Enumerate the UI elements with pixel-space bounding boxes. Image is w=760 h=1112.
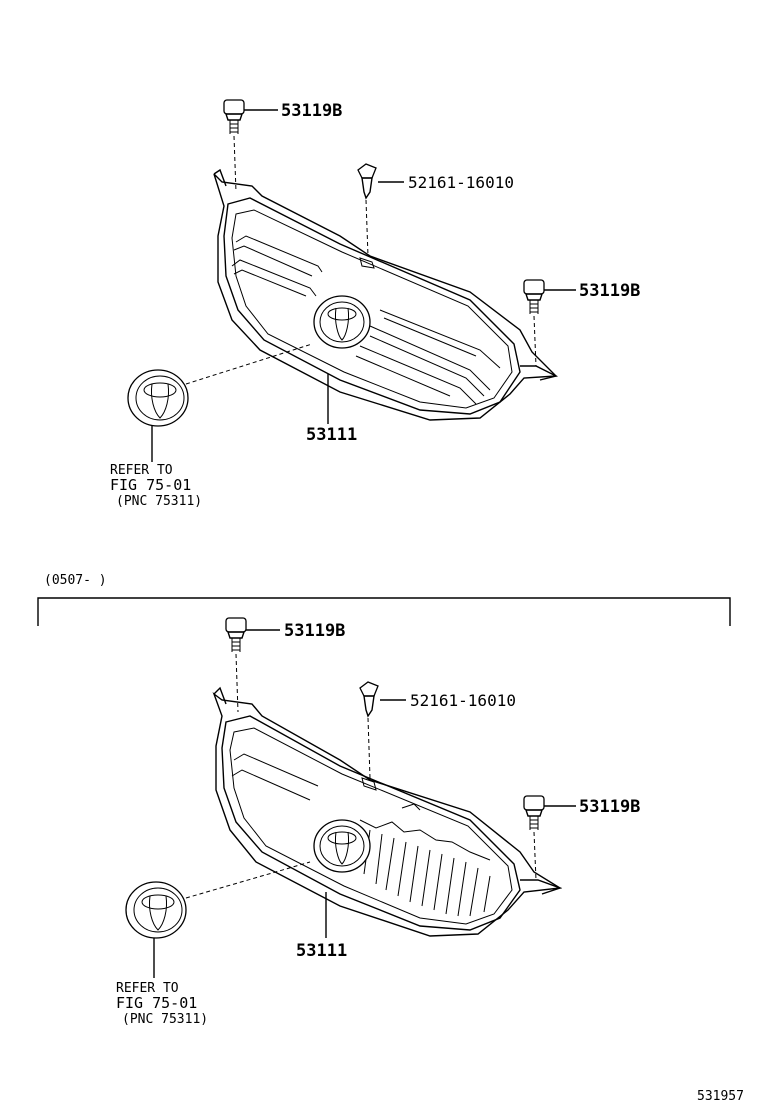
upper-grille-label: 53111: [306, 425, 357, 445]
lower-assembly: 53119B 52161-16010 53119B 53111: [116, 617, 640, 1027]
upper-ref-line2: FIG 75-01: [110, 476, 191, 494]
range-label: (0507- ): [44, 573, 107, 588]
upper-ref-line1: REFER TO: [110, 463, 173, 478]
lower-ref-line1: REFER TO: [116, 981, 179, 996]
lower-ref-line2: FIG 75-01: [116, 994, 197, 1012]
upper-emblem-icon: [127, 369, 189, 427]
lower-grille-label: 53111: [296, 941, 347, 961]
lower-emblem-icon: [125, 881, 187, 939]
lower-ref-line3: (PNC 75311): [122, 1012, 208, 1027]
lower-pin-left-icon: [225, 617, 247, 652]
upper-clip-label: 52161-16010: [408, 173, 514, 192]
upper-pin-left-icon: [223, 99, 245, 134]
lower-pin-right-icon: [523, 795, 545, 830]
upper-clip-icon: [357, 163, 377, 200]
lower-pin-left-label: 53119B: [284, 621, 345, 641]
upper-ref-line3: (PNC 75311): [116, 494, 202, 509]
lower-grille: [212, 686, 563, 937]
figure-code: 531957: [697, 1089, 744, 1104]
upper-pin-right-label: 53119B: [579, 281, 640, 301]
upper-assembly: 53119B 52161-16010 53119B 53111: [110, 99, 640, 509]
upper-pin-right-icon: [523, 279, 545, 314]
lower-pin-right-label: 53119B: [579, 797, 640, 817]
range-bracket: [37, 597, 731, 626]
lower-clip-label: 52161-16010: [410, 691, 516, 710]
upper-pin-left-label: 53119B: [281, 101, 342, 121]
lower-clip-icon: [359, 681, 379, 718]
upper-grille: [213, 168, 559, 421]
